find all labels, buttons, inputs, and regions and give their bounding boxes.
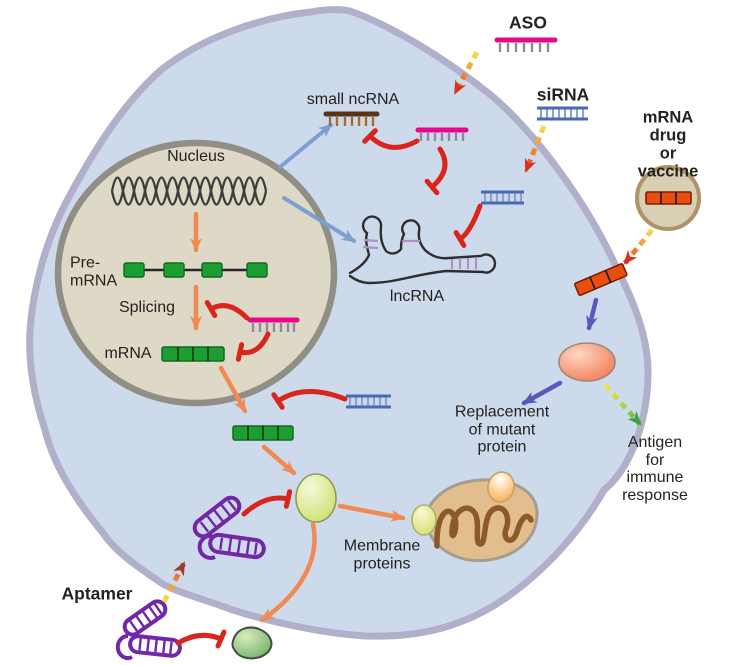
cristae-squiggle <box>434 505 534 549</box>
aso-label: ASO <box>509 12 547 33</box>
lncrna-transcription-arrow <box>282 196 356 243</box>
sirna-duplex-cytoplasm-icon <box>481 190 524 205</box>
mrna-cytoplasm-icon <box>232 425 294 441</box>
mrna-drug-label: mRNA drug or vaccine <box>637 108 699 182</box>
lncrna-inhibition-tbar-aso <box>424 146 448 196</box>
small-ncrna-icon <box>323 111 380 126</box>
aso-oligo-extracellular-icon <box>494 37 558 52</box>
membrane-protein-yellow <box>411 504 437 536</box>
protein-oval <box>295 473 337 523</box>
membrane-proteins-label: Membrane proteins <box>343 537 421 572</box>
splicing-label: Splicing <box>118 299 176 317</box>
aso-oligo-cytoplasm-icon <box>415 127 469 141</box>
ncrna-transcription-arrow <box>278 123 333 169</box>
aptamer-label: Aptamer <box>61 583 133 604</box>
mrna-label: mRNA <box>104 345 152 363</box>
aso-entry-arrow <box>452 50 480 95</box>
antigen-label: Antigen for immune response <box>622 433 688 504</box>
sirna-entry-arrow <box>523 125 547 173</box>
antigen-exit-arrow <box>603 383 642 426</box>
secretion-arrow <box>259 521 317 623</box>
pre-mrna-label: Pre- mRNA <box>70 254 118 289</box>
sirna-duplex-extracellular-icon <box>537 106 588 121</box>
lncrna-inhibition-tbar-sirna <box>453 203 483 248</box>
nucleus-label: Nucleus <box>167 148 225 166</box>
replacement-arrow <box>521 380 563 406</box>
replacement-label: Replacement of mutant protein <box>454 403 550 456</box>
splicing-inhibition-tbar <box>204 300 250 321</box>
mrna-inhibition-tbar-sirna <box>271 388 348 410</box>
mitochondrion-icon <box>411 471 539 563</box>
sirna-duplex-lower-icon <box>346 394 391 409</box>
sirna-label: siRNA <box>536 84 590 105</box>
aptamer-entry-arrow <box>161 561 187 604</box>
ncrna-inhibition-tbar <box>362 128 420 150</box>
aptamer-intracellular-icon <box>192 495 266 560</box>
mrna-drug-entry-arrow <box>623 228 654 265</box>
small-ncrna-label: small ncRNA <box>306 91 400 109</box>
lncrna-structure-icon <box>348 215 497 285</box>
translation-arrow <box>261 444 297 476</box>
secreted-protein-bean <box>231 626 273 660</box>
aso-oligo-nucleus-icon <box>247 317 300 332</box>
drug-mrna-cytoplasm-icon <box>573 263 628 297</box>
mrna-drug-vesicle-icon <box>635 165 701 231</box>
pre-mrna-icon <box>123 262 268 278</box>
aptamer-extracellular-icon <box>115 599 182 660</box>
membrane-protein-orange <box>487 471 515 503</box>
mrna-export-arrow <box>218 365 248 414</box>
bean-inhibition-tbar-aptamer <box>175 629 227 649</box>
drug-protein-oval <box>558 342 616 382</box>
protein-inhibition-tbar-aptamer <box>241 489 293 517</box>
drug-translation-arrow <box>586 297 599 331</box>
dna-helix-icon <box>110 176 268 206</box>
lncrna-label: lncRNA <box>389 288 445 306</box>
nuclear-mrna-inhibition-tbar <box>235 331 271 362</box>
mrna-nucleus-icon <box>161 346 225 362</box>
membrane-protein-arrow <box>337 503 406 522</box>
